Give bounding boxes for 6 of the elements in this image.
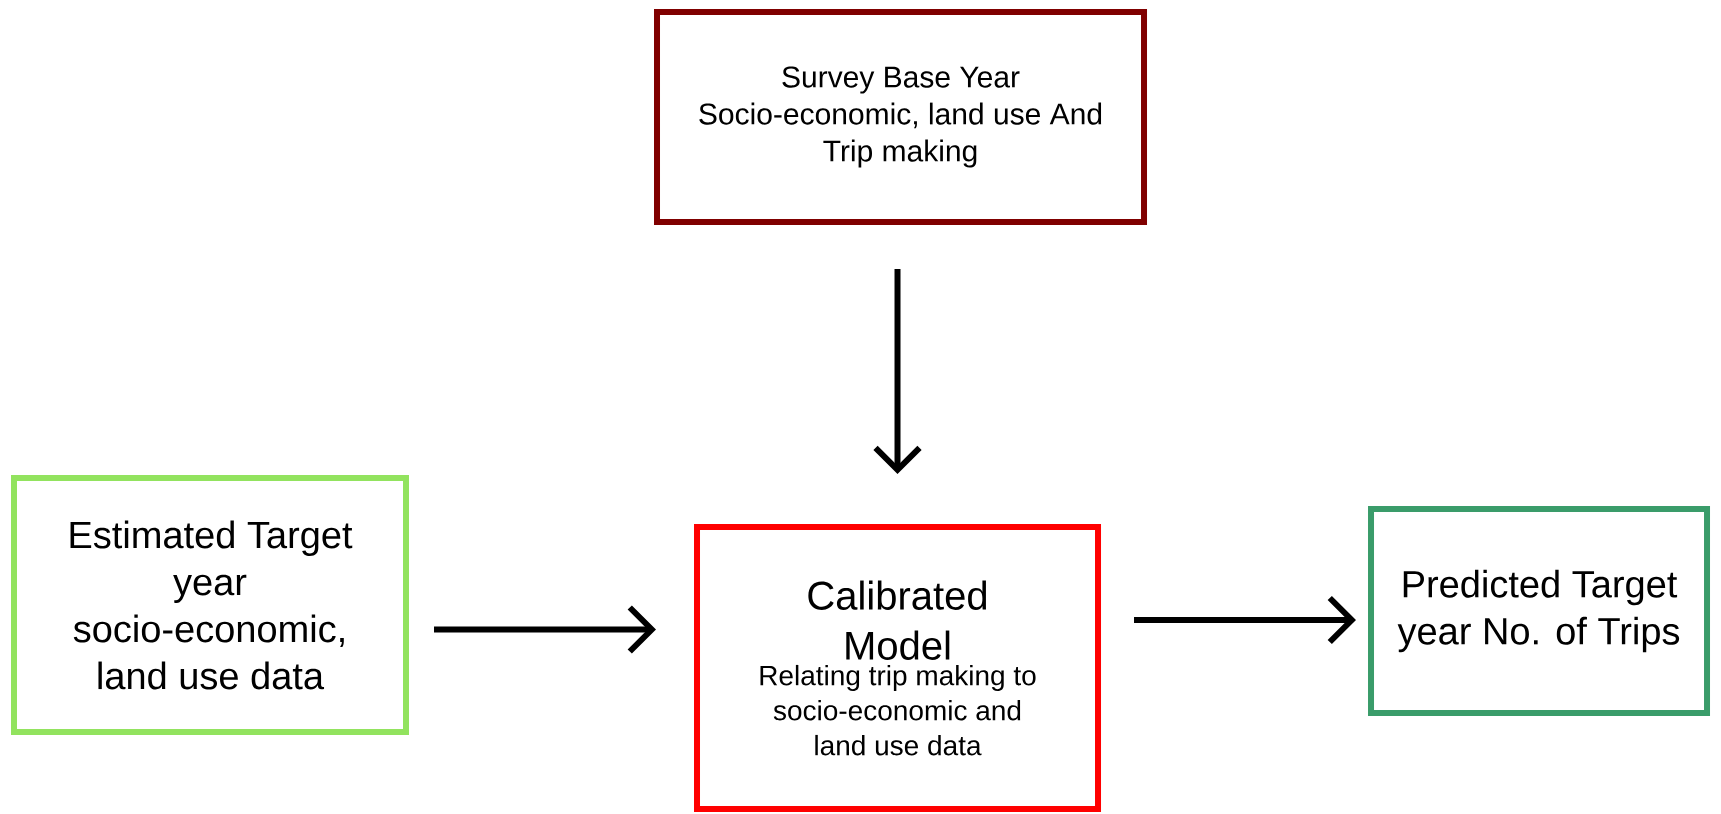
input-box: Estimated Target year socio-economic, land use data [11,475,409,735]
output-box: Predicted Target year No. of Trips [1368,506,1710,716]
arrow [1134,595,1356,645]
process-box: Survey Base Year Socio-economic, land use And Trip making [654,9,1147,225]
arrow [434,605,656,654]
model-box: Calibrated Model Relating trip making to socio-economic and land use data [694,524,1101,812]
